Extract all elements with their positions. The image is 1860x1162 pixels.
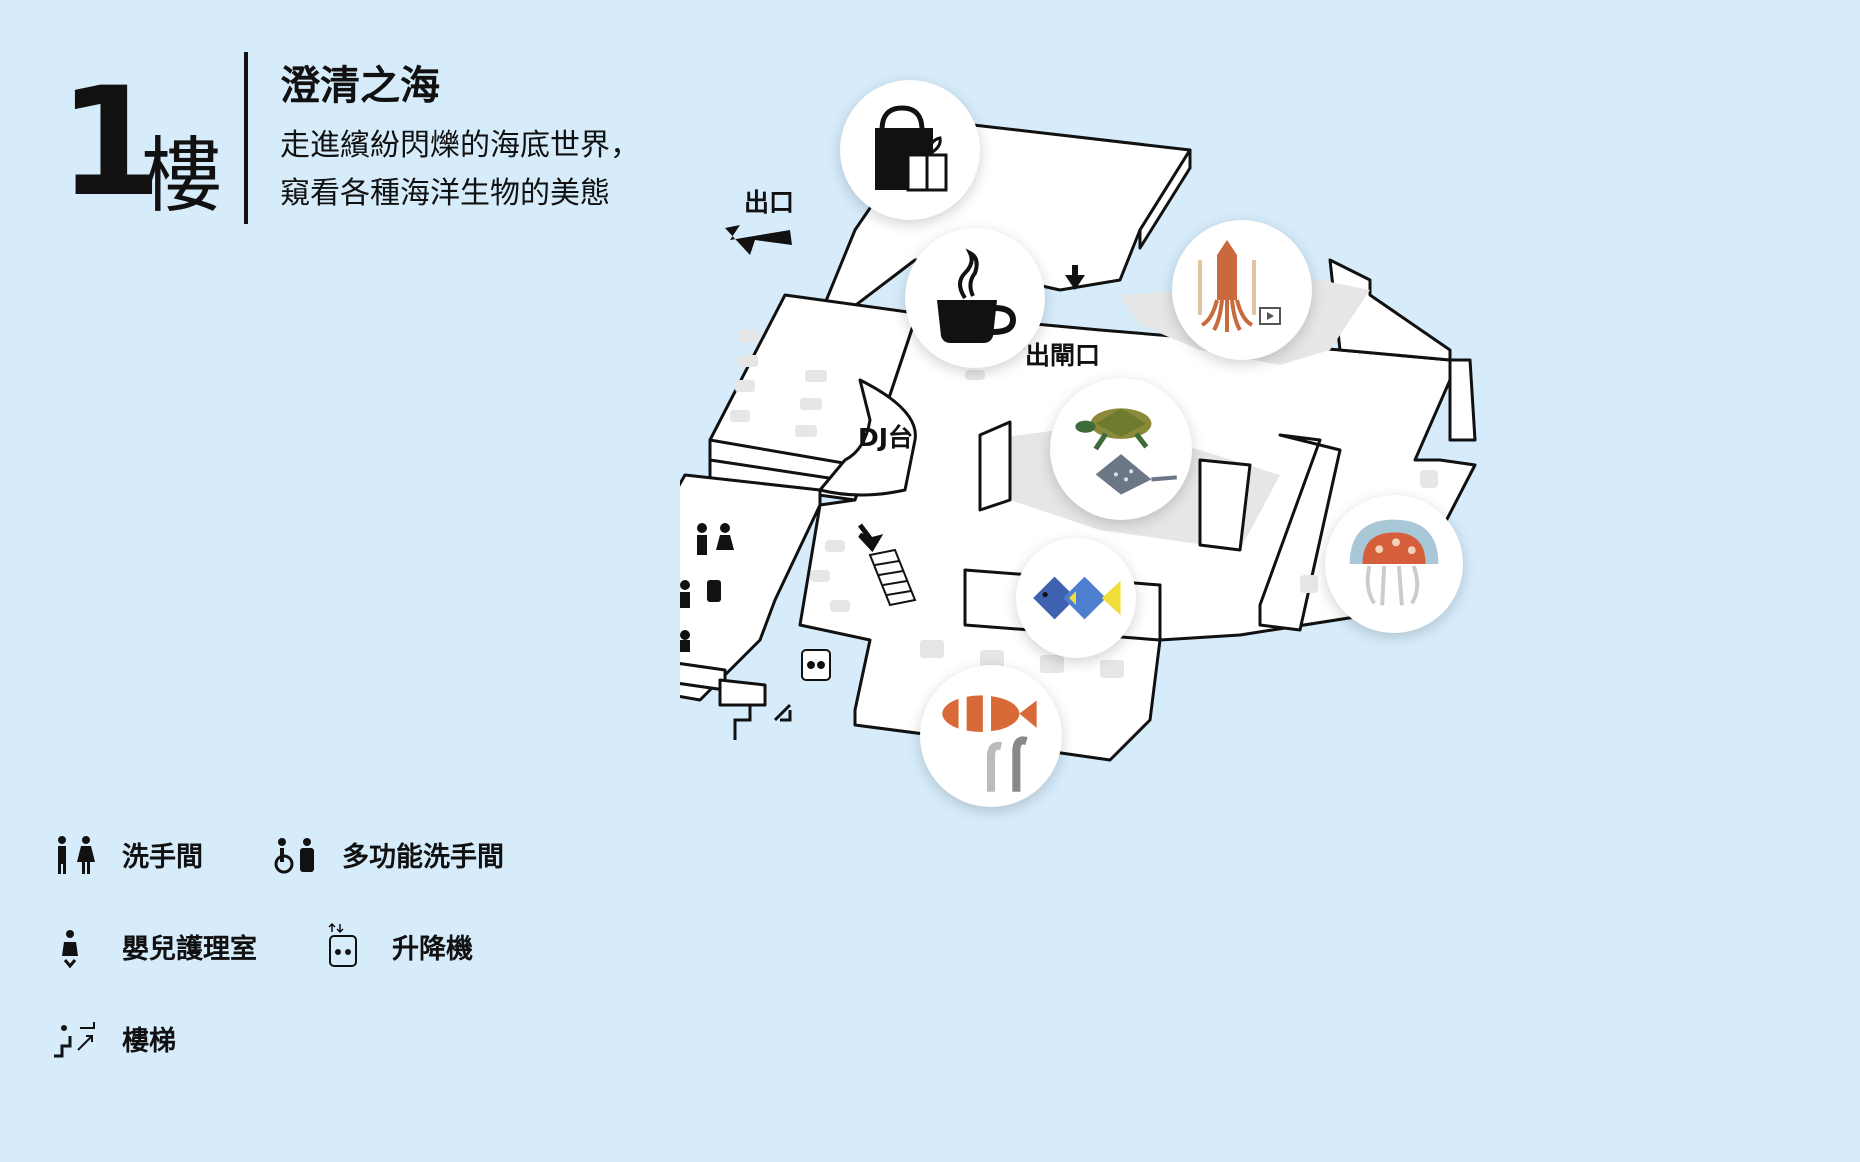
restroom-icons (680, 523, 734, 652)
floor-header: 1 樓 澄清之海 走進繽紛閃爍的海底世界， 窺看各種海洋生物的美態 (58, 50, 698, 230)
dj-booth-label: DJ台 (858, 423, 914, 452)
floor-title: 澄清之海 (280, 63, 440, 109)
legend-accessible-restroom-label: 多功能洗手間 (342, 841, 504, 873)
elevator-icon (320, 922, 374, 970)
squid-icon (1198, 240, 1281, 332)
fish-exhibit-poi[interactable] (1016, 538, 1136, 658)
escalator (868, 548, 917, 607)
exit-label: 出口 (744, 188, 795, 217)
floor-description: 走進繽紛閃爍的海底世界， 窺看各種海洋生物的美態 (280, 128, 640, 211)
stairs-icon (733, 703, 792, 740)
legend-restroom: 洗手間 (50, 830, 203, 878)
stairs-icon (50, 1014, 104, 1062)
legend-elevator-label: 升降機 (392, 933, 473, 965)
legend-stairs-label: 樓梯 (122, 1025, 176, 1057)
header-divider (244, 52, 248, 224)
clownfish-eel-icon (942, 695, 1037, 792)
floor-number: 1 (58, 56, 162, 230)
blue-fish-icon (1033, 576, 1121, 620)
exit-gate-label: 出閘口 (1025, 341, 1101, 370)
legend: 洗手間 多功能洗手間 嬰兒護理室 (50, 830, 610, 1070)
gift-shop-poi[interactable] (840, 80, 980, 220)
floor-suffix: 樓 (140, 129, 223, 224)
turtle-stingray-exhibit-poi[interactable] (1050, 378, 1192, 520)
stairs-arrow (858, 523, 884, 553)
squid-exhibit-poi[interactable] (1172, 220, 1312, 360)
legend-nursery: 嬰兒護理室 (50, 922, 257, 970)
legend-nursery-label: 嬰兒護理室 (122, 933, 257, 965)
restroom-icon (50, 830, 104, 878)
legend-restroom-label: 洗手間 (122, 841, 203, 873)
jellyfish-exhibit-poi[interactable] (1325, 495, 1463, 633)
legend-elevator: 升降機 (320, 922, 473, 970)
jellyfish-icon (1349, 519, 1439, 606)
legend-stairs: 樓梯 (50, 1014, 176, 1062)
coffee-cup-icon (937, 248, 1017, 343)
shopping-bag-icon (875, 105, 948, 192)
turtle-stingray-icon (1075, 408, 1177, 495)
legend-accessible-restroom: 多功能洗手間 (270, 830, 504, 878)
accessible-restroom-icon (270, 830, 324, 878)
exit-gate-arrow (1065, 265, 1085, 290)
floor-map: 出口 出閘口 DJ台 (680, 80, 1800, 960)
elevator-icon (801, 649, 831, 681)
cafe-poi[interactable] (905, 228, 1045, 368)
clownfish-garden-eel-exhibit-poi[interactable] (920, 665, 1062, 807)
exit-arrow (725, 225, 792, 255)
baby-care-icon (50, 922, 104, 970)
